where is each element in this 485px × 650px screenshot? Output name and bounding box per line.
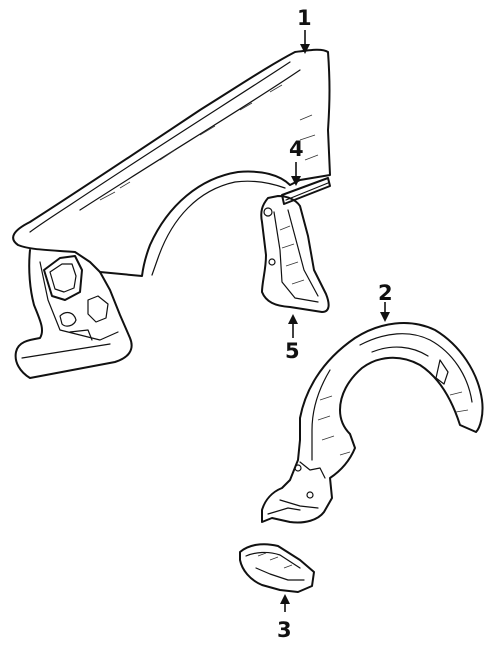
callout-5: 5 xyxy=(285,339,300,363)
callout-1: 1 xyxy=(297,6,312,30)
callout-4: 4 xyxy=(289,137,304,161)
bracket-part[interactable] xyxy=(239,543,315,593)
leader-1 xyxy=(300,30,310,54)
callout-2: 2 xyxy=(378,281,393,305)
leader-3 xyxy=(280,594,290,612)
leader-4 xyxy=(291,162,301,186)
mud-flap-part[interactable] xyxy=(260,195,330,313)
callout-3: 3 xyxy=(277,618,292,642)
fender-part[interactable] xyxy=(12,48,331,379)
leader-2 xyxy=(380,302,390,322)
fender-liner-part[interactable] xyxy=(261,322,484,524)
moulding-part[interactable] xyxy=(281,177,331,205)
leader-5 xyxy=(288,314,298,338)
